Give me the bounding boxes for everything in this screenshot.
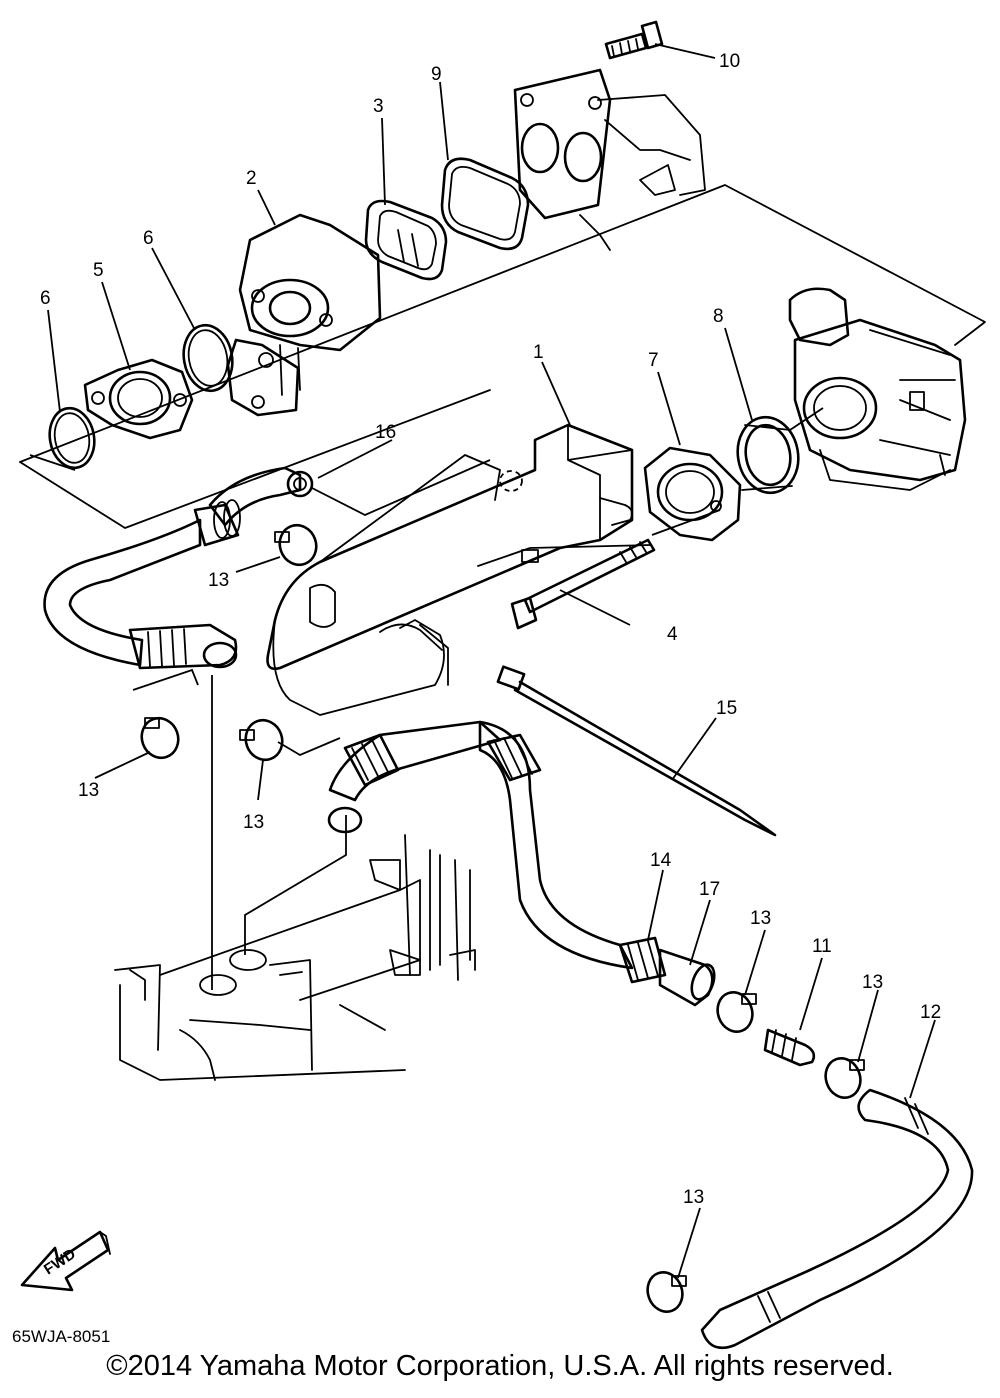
copyright-notice: ©2014 Yamaha Motor Corporation, U.S.A. A… bbox=[106, 1350, 894, 1382]
part-1-silencer bbox=[266, 423, 634, 716]
carburetor-assembly bbox=[788, 287, 967, 491]
drawing-code: 65WJA-8051 bbox=[12, 1327, 110, 1346]
part-6-oring-lower bbox=[48, 406, 96, 470]
engine-block bbox=[114, 834, 476, 1081]
part-8-ring bbox=[736, 415, 800, 495]
callout-2: 2 bbox=[246, 168, 257, 189]
callout-6-lower: 6 bbox=[40, 288, 51, 309]
callout-13-e: 13 bbox=[862, 972, 883, 993]
callout-3: 3 bbox=[373, 96, 384, 117]
part-15-cable-tie bbox=[496, 665, 777, 837]
callout-4: 4 bbox=[667, 624, 678, 645]
part-11-fitting bbox=[763, 1028, 816, 1067]
fwd-arrow-icon: FWD bbox=[20, 1230, 111, 1292]
callout-5: 5 bbox=[93, 260, 104, 281]
part-5-flange bbox=[83, 358, 194, 440]
callout-13-f: 13 bbox=[683, 1187, 704, 1208]
callout-15: 15 bbox=[716, 698, 737, 719]
part-12-hose bbox=[700, 1088, 974, 1350]
callout-13-c: 13 bbox=[243, 812, 264, 833]
assembly-outline bbox=[19, 184, 986, 529]
callout-14: 14 bbox=[650, 850, 672, 871]
callout-13-a: 13 bbox=[208, 570, 229, 591]
clamp-13-f bbox=[646, 1271, 687, 1313]
callout-8: 8 bbox=[713, 306, 724, 327]
manifold-flange bbox=[513, 68, 706, 251]
part-3-spacer bbox=[364, 199, 448, 281]
part-9-gasket bbox=[440, 157, 530, 251]
part-2-joint bbox=[226, 213, 382, 417]
callout-9: 9 bbox=[431, 64, 442, 85]
part-6-oring-upper bbox=[182, 323, 234, 393]
callout-13-d: 13 bbox=[750, 908, 771, 929]
callout-16: 16 bbox=[375, 422, 396, 443]
part-7-plate bbox=[643, 446, 742, 542]
part-4-bolt bbox=[477, 538, 656, 630]
callout-6-upper: 6 bbox=[143, 228, 154, 249]
clamp-13-b bbox=[140, 716, 180, 760]
leader-lines bbox=[29, 43, 936, 1279]
part-10-bolt bbox=[604, 20, 664, 60]
callout-12: 12 bbox=[920, 1002, 941, 1023]
clamp-13-e bbox=[824, 1057, 865, 1099]
clamp-13-c bbox=[239, 718, 284, 762]
hose-upper bbox=[43, 466, 314, 670]
callouts: 10 9 3 2 6 5 6 1 7 8 16 13 4 15 13 13 14… bbox=[40, 51, 941, 1208]
hose-lower bbox=[327, 720, 716, 1007]
callout-10: 10 bbox=[719, 51, 740, 72]
callout-13-b: 13 bbox=[78, 780, 99, 801]
callout-17: 17 bbox=[699, 879, 720, 900]
clamp-13-d bbox=[716, 991, 757, 1033]
callout-11: 11 bbox=[812, 936, 832, 957]
clamp-13-a bbox=[274, 523, 318, 567]
callout-1: 1 bbox=[533, 342, 544, 363]
callout-7: 7 bbox=[648, 350, 659, 371]
